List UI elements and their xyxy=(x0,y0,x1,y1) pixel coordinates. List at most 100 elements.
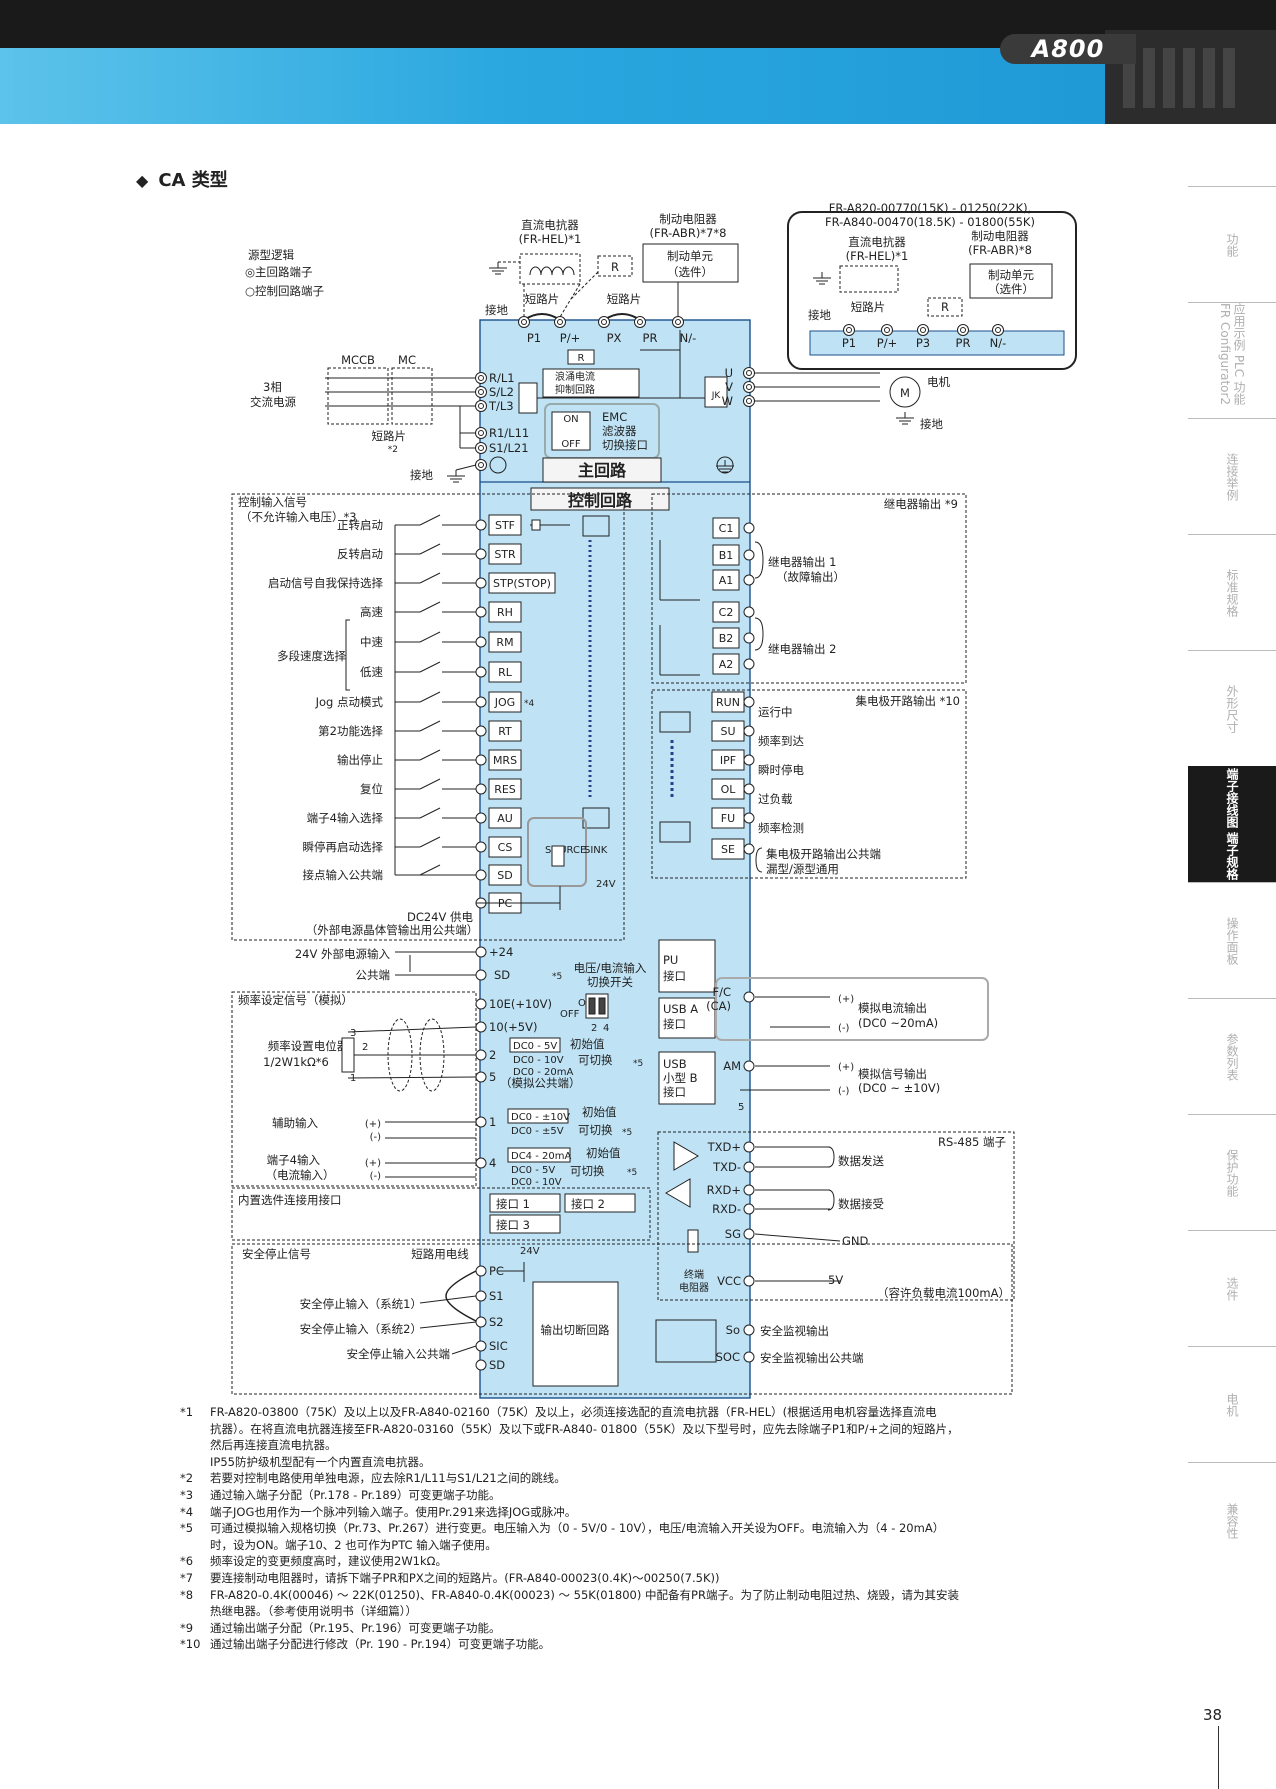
section-title: CA 类型 xyxy=(158,170,228,191)
terminal-circle-inner xyxy=(746,398,752,404)
control-input-label: 第2功能选择 xyxy=(318,724,383,738)
source-logic-label: 源型逻辑 xyxy=(248,248,294,262)
data-recv-label: 数据接受 xyxy=(838,1197,884,1211)
terminal-circle xyxy=(475,606,487,618)
range-label: DC0 - 10V xyxy=(511,1177,562,1188)
safety-terminal: S1 xyxy=(489,1289,504,1303)
safety-terminal: SD xyxy=(489,1358,505,1372)
connector-label: 接口 3 xyxy=(496,1218,530,1232)
inset-terminal-name: P1 xyxy=(842,336,856,350)
terminal-5-ref: 5 xyxy=(738,1102,744,1113)
terminal-circle xyxy=(743,1324,755,1336)
sidebar-item[interactable]: 兼容性 xyxy=(1188,1462,1276,1578)
sidebar-item[interactable]: 标准规格 xyxy=(1188,534,1276,650)
terminal-circle xyxy=(743,1060,755,1072)
default-label: 初始值 xyxy=(582,1105,617,1119)
rs485-terminal: VCC xyxy=(717,1274,741,1288)
sidebar-item[interactable]: 功能 xyxy=(1188,186,1276,302)
control-input-title: 控制输入信号 xyxy=(238,495,307,509)
sidebar-item[interactable]: 端子接线图 端子规格 xyxy=(1188,766,1276,882)
option-title: 内置选件连接用接口 xyxy=(238,1193,342,1207)
emc-on: ON xyxy=(563,414,578,425)
relay-brace xyxy=(754,541,764,579)
pot-label: 频率设置电位器 xyxy=(268,1039,349,1053)
so-transistor xyxy=(655,1319,717,1363)
sidebar-item[interactable]: 操作面板 xyxy=(1188,882,1276,998)
range-label: DC4 - 20mA xyxy=(511,1151,571,1162)
speed-label: 低速 xyxy=(360,665,383,679)
terminal-box xyxy=(488,778,522,800)
terminal-circle-inner xyxy=(884,327,890,333)
oc-output-label: 频率检测 xyxy=(758,821,804,835)
range-box xyxy=(507,1147,571,1163)
driver-symbol xyxy=(673,1141,699,1171)
control-input-label: Jog 点动模式 xyxy=(315,695,384,709)
rs485-title: RS-485 端子 xyxy=(938,1135,1006,1149)
inset-resistor-label: 制动电阻器 xyxy=(971,229,1029,243)
usbb-label: 接口 xyxy=(663,1085,686,1099)
relay2-label: 继电器输出 2 xyxy=(768,642,836,656)
safety-title: 安全停止信号 xyxy=(242,1247,311,1261)
receiver-symbol xyxy=(665,1178,691,1208)
inset-body xyxy=(809,330,1065,356)
brake-resistor-model: (FR-ABR)*7*8 xyxy=(650,226,727,240)
inset-reactor-model: (FR-HEL)*1 xyxy=(846,249,909,263)
analog-signal-label: 模拟信号输出 xyxy=(858,1067,927,1081)
terminal-circle-inner xyxy=(478,462,484,468)
terminal-circle xyxy=(475,1071,487,1083)
safety-input-label: 安全停止输入（系统2） xyxy=(300,1322,422,1336)
pot-model: 1/2W1kΩ*6 xyxy=(263,1055,329,1069)
oc-output-label: 频率到达 xyxy=(758,734,804,748)
rs485-terminal: SG xyxy=(725,1227,741,1241)
sidebar-item-label: 电机 xyxy=(1225,1392,1239,1417)
safety-frame xyxy=(231,1243,1013,1395)
inrush-box xyxy=(542,368,640,398)
switch-lever xyxy=(598,997,606,1015)
rs485-brace xyxy=(827,1189,835,1211)
terminal-circle-inner xyxy=(846,327,852,333)
connector-label: 接口 1 xyxy=(496,1197,530,1211)
inset-frame xyxy=(787,211,1077,370)
terminal-circle-inner xyxy=(478,430,484,436)
polarity: (+) xyxy=(365,1158,381,1169)
analog-current-frame xyxy=(715,977,989,1041)
safety-input-label: 安全停止输入（系统1） xyxy=(300,1297,422,1311)
sidebar-item-label: 应用示例 PLC 功能 FR Configurator2 xyxy=(1218,303,1246,406)
brake-unit-note: （选件） xyxy=(667,265,713,279)
sidebar-item[interactable]: 保护功能 xyxy=(1188,1114,1276,1230)
terminal-name: C2 xyxy=(719,606,734,619)
input-switch xyxy=(419,807,441,819)
terminal-circle xyxy=(475,725,487,737)
terminal-name: STF xyxy=(495,519,515,532)
terminal-circle xyxy=(743,783,755,795)
resistor-wire xyxy=(569,271,599,301)
resistor-symbol: R xyxy=(578,353,585,364)
footnote-text: 频率设定的变更频度高时，建议使用2W1kΩ。 xyxy=(210,1554,447,1569)
short-wire-label: 短路用电线 xyxy=(411,1247,469,1261)
terminal-box xyxy=(488,543,522,565)
terminal-name: MRS xyxy=(493,754,517,767)
terminal-circle-inner xyxy=(478,375,484,381)
terminal-wiring-diagram: 源型逻辑◎主回路端子○控制回路端子直流电抗器(FR-HEL)*1制动电阻器(FR… xyxy=(231,201,1077,1399)
terminal-box xyxy=(488,631,522,653)
sidebar-item[interactable]: 选件 xyxy=(1188,1230,1276,1346)
sidebar-item[interactable]: 外形尺寸 xyxy=(1188,650,1276,766)
sidebar-item[interactable]: 连接举例 xyxy=(1188,418,1276,534)
rs485-terminal: RXD+ xyxy=(707,1183,741,1197)
emc-label: EMC xyxy=(602,410,627,424)
sidebar-item[interactable]: 参数列表 xyxy=(1188,998,1276,1114)
reactor-coil xyxy=(562,266,575,276)
sidebar-item-label: 兼容性 xyxy=(1225,1502,1239,1539)
footnote-ref: *2 xyxy=(388,445,398,455)
sidebar-item-label: 功能 xyxy=(1225,232,1239,257)
footnote-mark: *2 xyxy=(180,1471,194,1486)
input-switch xyxy=(419,749,441,761)
photocoupler xyxy=(582,515,610,537)
terminal-circle xyxy=(475,946,487,958)
inset-unit-note: （选件） xyxy=(988,282,1034,296)
main-terminal-legend: ◎主回路端子 xyxy=(245,265,313,279)
terminal-box xyxy=(488,749,522,771)
sidebar-item[interactable]: 应用示例 PLC 功能 FR Configurator2 xyxy=(1188,302,1276,418)
sidebar-item[interactable]: 电机 xyxy=(1188,1346,1276,1462)
